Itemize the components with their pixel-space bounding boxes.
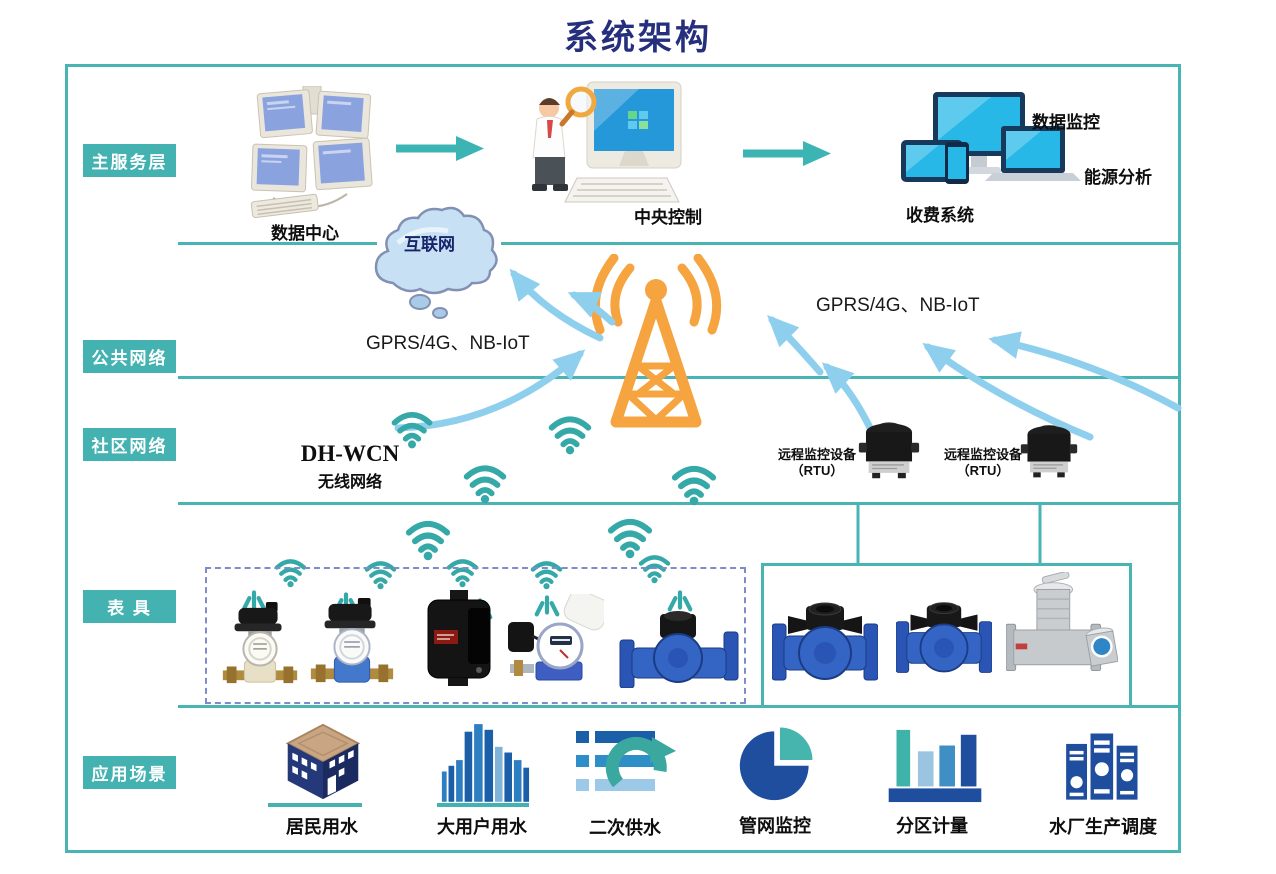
pie-chart-icon: [739, 727, 813, 801]
wifi-icon: [405, 520, 451, 561]
water-meter-residential-icon: [222, 601, 298, 684]
skyscraper-icon: [441, 724, 530, 802]
rtu-name: 远程监控设备: [777, 447, 856, 462]
icon-underline: [437, 803, 529, 807]
signal-burst-icon: [667, 590, 693, 612]
books-icon: [1066, 733, 1138, 800]
rtu-abbr: （RTU）: [790, 463, 844, 478]
diagram-frame: [65, 64, 1181, 853]
app-label-secondary-supply: 二次供水: [589, 818, 661, 838]
layer-divider: [178, 705, 1180, 708]
rtu-device-icon: [858, 422, 920, 479]
wifi-icon: [391, 412, 433, 449]
layer-badge-community-network: 社区网络: [83, 428, 176, 461]
industrial-meter-icon: [896, 602, 992, 673]
smart-meter-controller-icon: [427, 590, 491, 686]
building-icon: [285, 723, 361, 800]
ultrasonic-meter-icon: [1006, 572, 1118, 672]
gprs-label-right: GPRS/4G、NB-IoT: [816, 295, 980, 316]
data-center-icon: [250, 86, 373, 219]
dh-wcn-label: DH-WCN: [300, 441, 400, 466]
bar-chart-icon: [888, 729, 982, 803]
central-control-icon: [532, 81, 682, 203]
layer-divider: [178, 502, 1180, 505]
flow-arrow-icon: [743, 141, 831, 166]
gprs-label-left: GPRS/4G、NB-IoT: [366, 333, 530, 354]
layer-badge-meters: 表 具: [83, 590, 176, 623]
wifi-icon: [607, 518, 653, 559]
water-meter-residential-icon: [310, 597, 394, 683]
energy-analysis-label: 能源分析: [1084, 168, 1152, 187]
layer-divider: [501, 242, 1180, 245]
wifi-icon: [274, 559, 307, 588]
billing-system-label: 收费系统: [906, 206, 974, 225]
wifi-icon: [548, 416, 592, 455]
wifi-icon: [446, 559, 479, 588]
layer-badge-applications: 应用场景: [83, 756, 176, 789]
internet-cloud-icon: [374, 206, 498, 319]
billing-devices-icon: [901, 92, 1081, 184]
wifi-icon: [463, 465, 507, 504]
rtu-device-icon: [1020, 425, 1078, 478]
secondary-supply-icon: [576, 731, 676, 791]
app-label-zone-metering: 分区计量: [896, 816, 968, 836]
data-monitoring-label: 数据监控: [1032, 113, 1100, 132]
layer-badge-public-network: 公共网络: [83, 340, 176, 373]
industrial-meter-icon: [772, 602, 878, 681]
flow-arrow-icon: [396, 136, 484, 161]
water-meter-flanged-icon: [619, 611, 739, 688]
layer-divider: [178, 242, 377, 245]
wireless-network-label: 无线网络: [317, 474, 382, 491]
internet-label: 互联网: [404, 235, 455, 254]
page-title: 系统架构: [564, 19, 712, 57]
rtu-abbr: （RTU）: [956, 463, 1010, 478]
app-label-large-user: 大用户用水: [437, 817, 527, 837]
wifi-icon: [671, 465, 717, 506]
signal-burst-icon: [241, 590, 267, 612]
signal-burst-icon: [534, 595, 560, 617]
data-center-label: 数据中心: [271, 224, 339, 243]
radio-tower-icon: [590, 254, 722, 428]
app-label-plant-scheduling: 水厂生产调度: [1049, 817, 1157, 837]
icon-underline: [268, 803, 362, 807]
layer-badge-server: 主服务层: [83, 144, 176, 177]
app-label-residential: 居民用水: [286, 817, 358, 837]
water-meter-openlid-icon: [508, 594, 604, 681]
rtu-name: 远程监控设备: [943, 447, 1022, 462]
rtu-meters-box: [761, 563, 1132, 708]
app-label-pipe-monitoring: 管网监控: [739, 816, 811, 836]
rtu-label: 远程监控设备 （RTU）: [936, 447, 1030, 479]
wireless-meters-box: [205, 567, 746, 704]
central-control-label: 中央控制: [634, 208, 702, 227]
rtu-label: 远程监控设备 （RTU）: [770, 447, 864, 479]
